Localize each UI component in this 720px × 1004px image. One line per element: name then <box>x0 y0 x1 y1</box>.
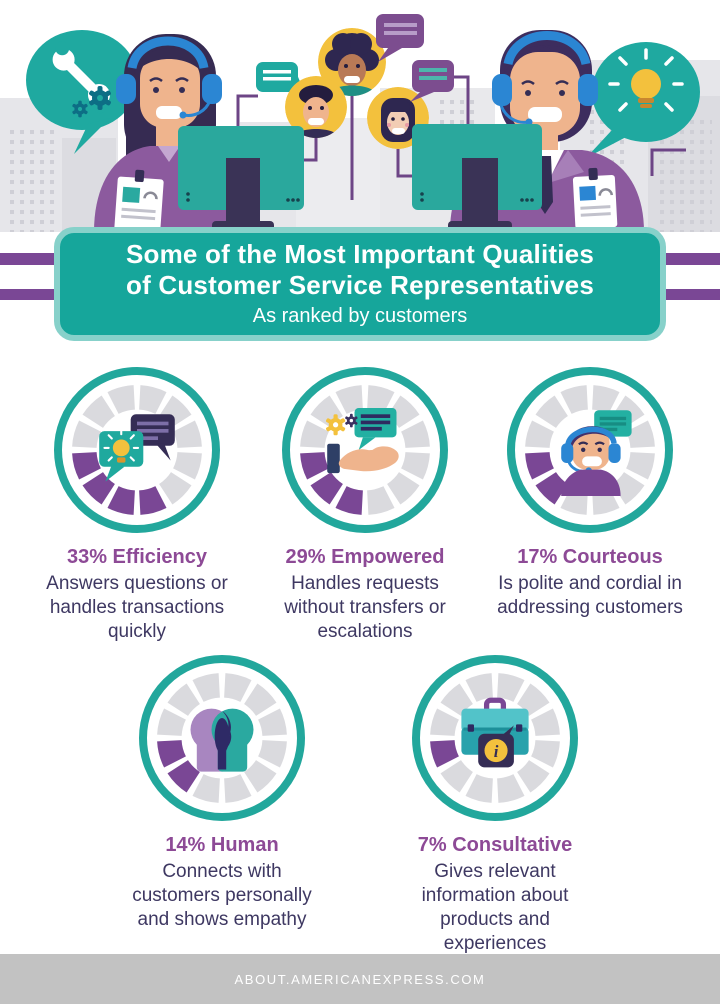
donut-ring <box>506 366 674 534</box>
monitor <box>178 126 304 232</box>
stat-description: Gives relevant information about product… <box>421 861 569 954</box>
connector-lines <box>236 75 686 200</box>
id-badge <box>572 167 618 229</box>
footer-url[interactable]: ABOUT.AMERICANEXPRESS.COM <box>234 971 486 987</box>
donut-ring <box>53 366 221 534</box>
title-line-1: Some of the Most Important Qualities <box>125 238 594 269</box>
hand-chat-bubble-gears-icon <box>326 408 399 474</box>
stat-headline: 7% Consultative <box>417 834 573 856</box>
subtitle: As ranked by customers <box>252 304 468 327</box>
stat-headline: 29% Empowered <box>285 546 445 568</box>
stat-description: Is polite and cordial in addressing cust… <box>497 573 683 618</box>
stat-headline: 17% Courteous <box>517 546 663 568</box>
lightbulb-bubble-icon <box>586 42 700 158</box>
gear-icon <box>72 86 111 118</box>
stat-headline: 14% Human <box>165 834 279 856</box>
stat-empowered: 29% Empowered Handles requests without t… <box>250 366 480 644</box>
chat-bubble-icon <box>376 14 424 62</box>
chat-bubbles-lightbulb-icon <box>99 414 175 482</box>
chat-bubble-icon <box>410 60 454 102</box>
stat-human: 14% Human Connects with customers person… <box>107 654 337 932</box>
avatar <box>318 28 386 96</box>
donut-ring <box>138 654 306 822</box>
briefcase-info-bubble-icon: i <box>461 697 529 768</box>
footer-bar: ABOUT.AMERICANEXPRESS.COM <box>0 954 720 1004</box>
donut-ring <box>281 366 449 534</box>
donut-ring: i <box>411 654 579 822</box>
id-badge <box>114 169 164 232</box>
avatar <box>285 76 347 138</box>
stat-courteous: 17% Courteous Is polite and cordial in a… <box>475 366 705 620</box>
info-glyph: i <box>494 742 499 761</box>
stat-description: Answers questions or handles transaction… <box>46 573 228 642</box>
wrench-gears-bubble-icon <box>26 30 138 154</box>
stat-consultative: i 7% Consultative Gives relevant informa… <box>380 654 610 956</box>
stat-description: Connects with customers personally and s… <box>132 861 312 930</box>
hero-illustration <box>0 14 720 232</box>
agent-headset-chat-icon <box>561 410 632 496</box>
monitor <box>412 124 542 232</box>
title-banner: Some of the Most Important Qualities of … <box>54 227 666 341</box>
stat-efficiency: 33% Efficiency Answers questions or hand… <box>22 366 252 644</box>
title-line-2: of Customer Service Representatives <box>126 269 594 300</box>
stat-headline: 33% Efficiency <box>66 546 208 568</box>
stat-description: Handles requests without transfers or es… <box>284 573 446 642</box>
two-heads-icon <box>190 708 254 772</box>
